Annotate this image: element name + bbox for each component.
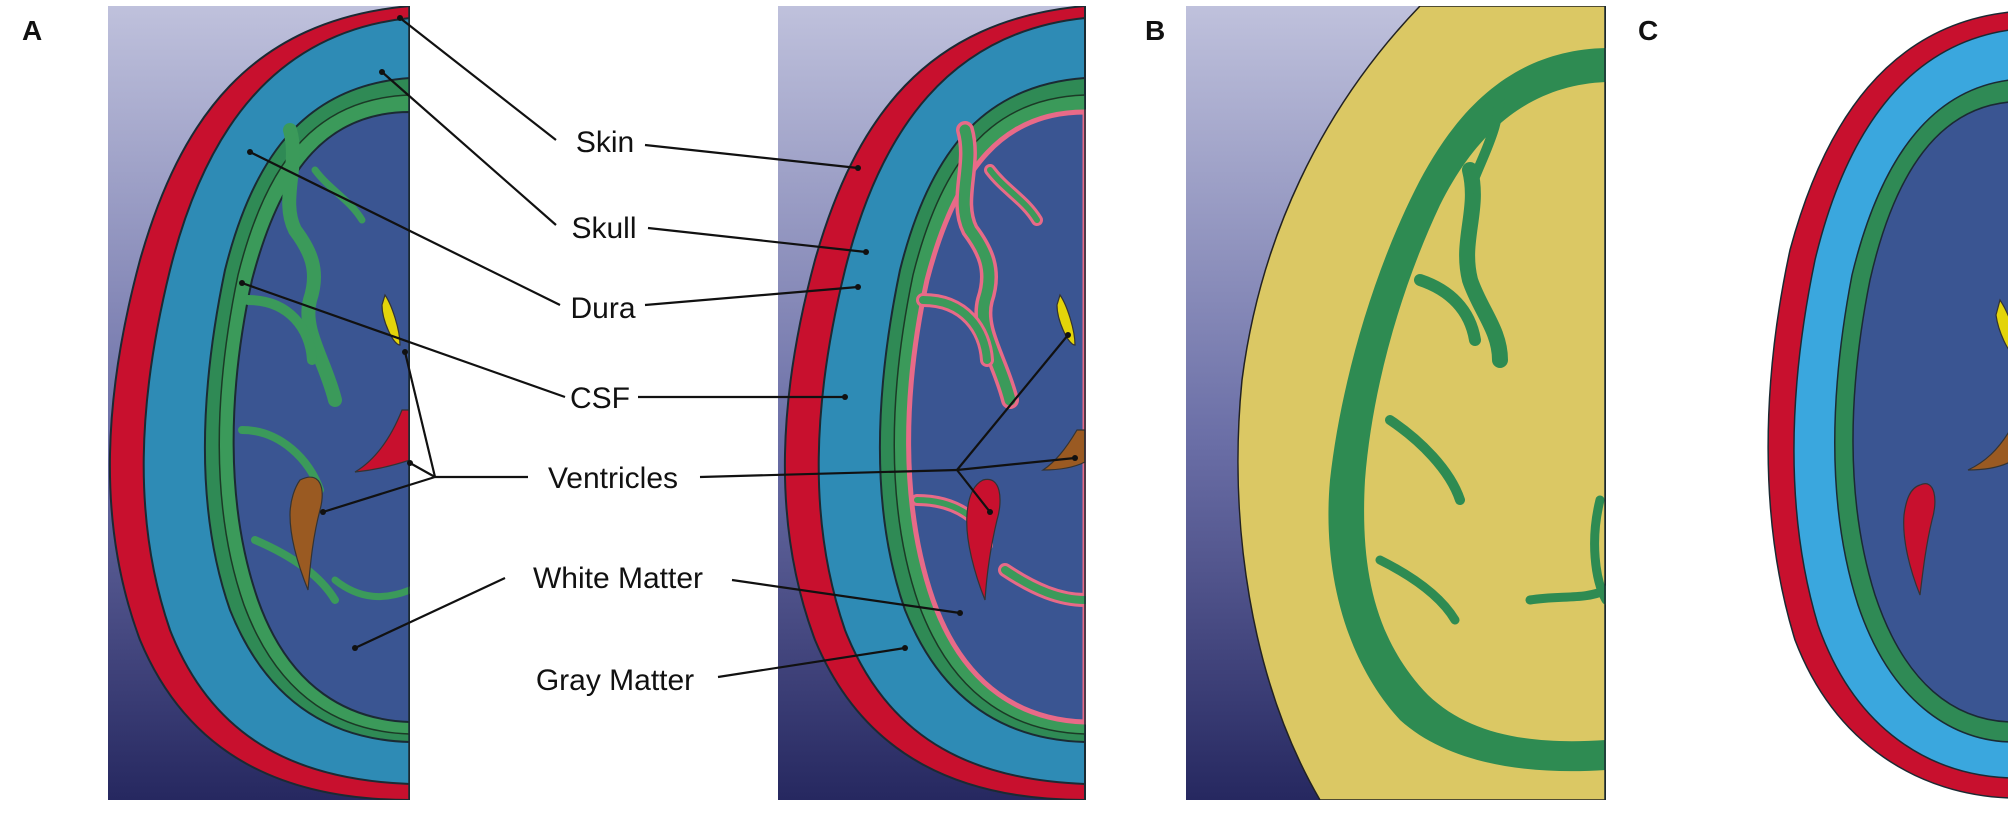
leader-csf-left — [241, 281, 566, 399]
panel-label-b: B — [1145, 15, 1165, 46]
panel-b-model — [1186, 6, 1606, 800]
leader-ventricles-red-left — [409, 462, 436, 478]
leader-dura-right — [644, 285, 859, 307]
label-skull: Skull — [571, 212, 636, 245]
leader-skull-left — [381, 71, 557, 226]
label-gray-matter: Gray Matter — [536, 664, 694, 697]
panel-a-right-model — [778, 6, 1086, 800]
leader-dura-left — [249, 151, 561, 306]
leader-white-left — [354, 577, 506, 649]
leader-lines — [241, 17, 1076, 679]
label-dura: Dura — [570, 292, 635, 325]
leader-skin-right — [644, 143, 859, 170]
leader-gray-right — [717, 646, 906, 679]
panel-label-a: A — [22, 15, 42, 46]
leader-ventricles-brown-left — [322, 475, 436, 514]
leader-skin-left — [399, 17, 557, 141]
leader-ventricles-brown-right — [956, 456, 1076, 472]
leader-ventricles-yellow-right — [956, 334, 1069, 471]
label-csf: CSF — [570, 382, 630, 415]
leader-ventricles-red-right — [956, 469, 991, 513]
label-ventricles: Ventricles — [548, 462, 678, 495]
leader-ventricles-right — [699, 468, 958, 479]
panel-c-model — [1767, 11, 2008, 799]
annotation-labels: Skin Skull Dura CSF Ventricles White Mat… — [533, 126, 703, 697]
label-skin: Skin — [576, 126, 634, 159]
panel-label-c: C — [1638, 15, 1658, 46]
panel-a-left-model — [108, 6, 410, 800]
label-white-matter: White Matter — [533, 562, 703, 595]
leader-skull-right — [647, 226, 867, 254]
leader-ventricles-yellow-left — [403, 351, 437, 478]
leader-white-right — [731, 578, 961, 615]
arrowheads — [239, 15, 1078, 651]
